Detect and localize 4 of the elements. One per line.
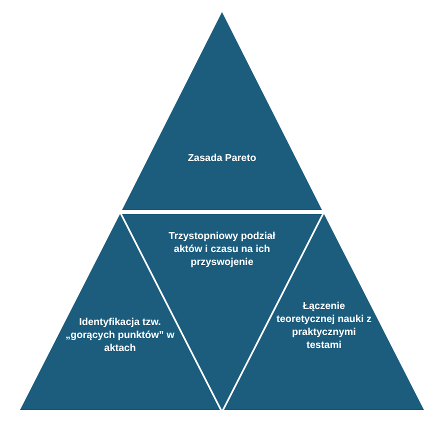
segment-label: Trzystopniowy podział aktów i czasu na ich przyswojenie bbox=[168, 230, 276, 269]
segment-label: Zasada Pareto bbox=[186, 152, 258, 165]
segment-label: Łączenie teoretycznej nauki z praktycznymi testami bbox=[275, 300, 373, 352]
segment-label: Identyfikacja tzw. „gorących punktów” w aktach bbox=[65, 316, 175, 355]
